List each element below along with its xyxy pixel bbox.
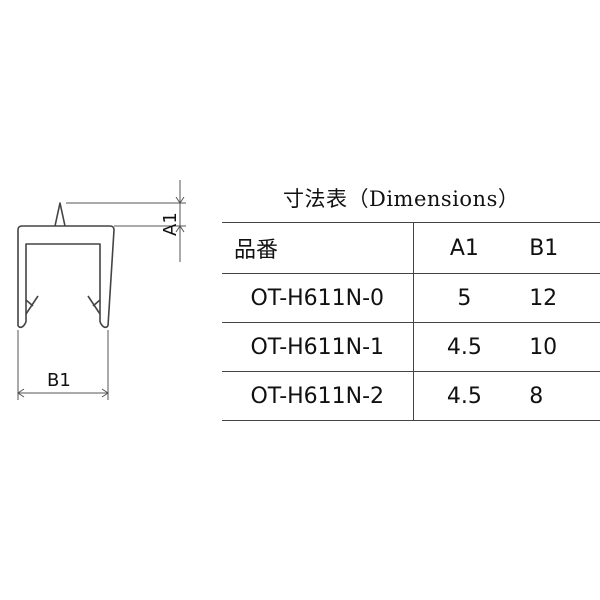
profile-right-lip — [87, 295, 101, 315]
cell-a1: 4.5 — [413, 322, 516, 372]
dimension-b1-label: B1 — [47, 370, 71, 391]
table-title: 寸法表（Dimensions） — [283, 183, 553, 213]
table-row: OT-H611N-0 5 12 — [222, 273, 600, 323]
cell-b1: 8 — [515, 371, 600, 421]
cell-a1: 4.5 — [413, 371, 516, 421]
table-title-en: （Dimensions） — [347, 187, 520, 211]
cell-code: OT-H611N-2 — [222, 371, 414, 421]
header-code: 品番 — [222, 222, 414, 274]
header-a1: A1 — [413, 222, 516, 274]
table-title-ja: 寸法表 — [283, 187, 348, 211]
profile-tip — [54, 202, 66, 227]
cell-b1: 12 — [515, 273, 600, 323]
profile-left-leg — [17, 321, 27, 329]
dimension-a1 — [66, 180, 186, 262]
table-row: OT-H611N-1 4.5 10 — [222, 322, 600, 372]
table-row: OT-H611N-2 4.5 8 — [222, 371, 600, 421]
profile-right-leg — [99, 321, 109, 329]
dimensions-table: 品番 A1 B1 OT-H611N-0 5 12 OT-H611N-1 4.5 … — [222, 222, 600, 421]
cell-b1: 10 — [515, 322, 600, 372]
channel-profile — [17, 202, 115, 329]
dimension-b1 — [17, 330, 109, 400]
profile-inner — [25, 243, 101, 322]
cell-code: OT-H611N-1 — [222, 322, 414, 372]
cell-a1: 5 — [413, 273, 516, 323]
cell-code: OT-H611N-0 — [222, 273, 414, 323]
dimension-a1-label: A1 — [160, 212, 181, 236]
profile-left-lip — [25, 295, 39, 315]
table-header-row: 品番 A1 B1 — [222, 222, 600, 274]
profile-outer — [17, 225, 115, 327]
header-b1: B1 — [515, 222, 600, 274]
